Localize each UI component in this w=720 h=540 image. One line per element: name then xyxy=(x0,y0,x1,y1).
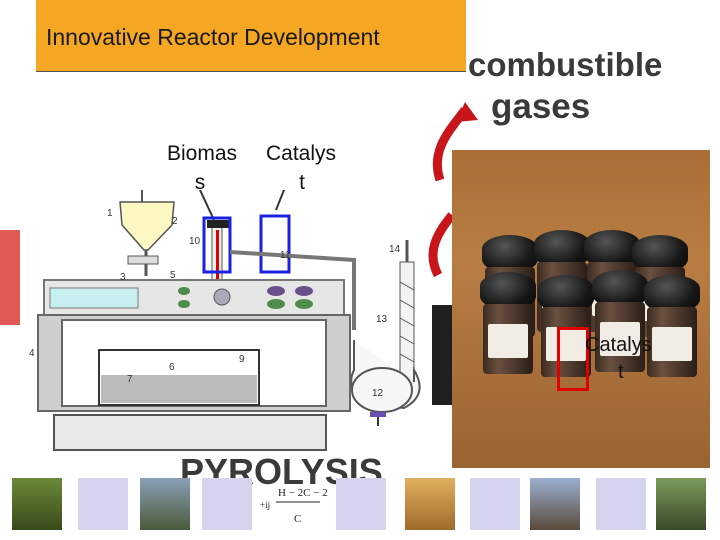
thumb-placeholder-5 xyxy=(596,478,646,530)
jar-8 xyxy=(644,275,700,377)
dark-side-band xyxy=(432,305,452,405)
thumb-building-3 xyxy=(656,478,706,530)
catalyst-highlight-box xyxy=(259,214,291,274)
biomass-label-cont: s xyxy=(194,171,206,194)
reactor-diagram: 1 2 3 4 5 6 7 9 10 11 12 13 14 xyxy=(29,190,421,451)
part-7: 7 xyxy=(127,374,133,385)
slide-title: Innovative Reactor Development xyxy=(46,24,380,50)
vapor-pipe xyxy=(229,250,356,330)
flask-stopcock xyxy=(370,412,386,417)
panel-knob xyxy=(213,288,231,306)
panel-button-3 xyxy=(267,299,285,309)
catalyst-label: Catalys xyxy=(265,142,337,165)
part-6: 6 xyxy=(169,362,175,373)
biomass-highlight-box xyxy=(202,216,232,274)
gas-flow-arrows xyxy=(428,102,478,405)
part-9: 9 xyxy=(239,354,245,365)
formula-denominator: C xyxy=(294,513,301,525)
photo-catalyst-label: Catalys xyxy=(585,334,652,356)
formula-image: H − 2C − 2 C +ij xyxy=(260,487,328,525)
panel-button-1 xyxy=(267,286,285,296)
part-4: 4 xyxy=(29,348,35,359)
part-2: 2 xyxy=(172,216,178,227)
title-bar xyxy=(36,0,466,72)
gases-label-line1: combustible xyxy=(468,46,662,83)
title-divider xyxy=(36,71,466,72)
arrow-middle xyxy=(428,212,456,278)
thumb-building-2 xyxy=(530,478,580,530)
part-10: 10 xyxy=(189,236,201,247)
part-3: 3 xyxy=(120,272,126,283)
arrow-head-upper xyxy=(456,102,478,122)
thumb-building-1 xyxy=(140,478,190,530)
thumb-placeholder-4 xyxy=(470,478,520,530)
jar-6 xyxy=(538,275,594,377)
thumb-trees xyxy=(12,478,62,530)
part-5: 5 xyxy=(170,270,176,281)
catalyst-bed xyxy=(101,375,257,403)
panel-button-4 xyxy=(295,299,313,309)
tube-cap xyxy=(207,220,229,228)
photo-catalyst-highlight-box xyxy=(557,327,589,391)
thumb-placeholder-1 xyxy=(78,478,128,530)
formula-numerator: H − 2C − 2 xyxy=(278,487,328,499)
panel-display xyxy=(49,287,139,309)
combustible-gases-graphic: combustible gases xyxy=(468,46,662,126)
part-12: 12 xyxy=(372,388,384,399)
photo-catalyst-label-cont: t xyxy=(618,361,624,383)
thumb-placeholder-2 xyxy=(202,478,252,530)
catalyst-label-cont: t xyxy=(299,171,305,194)
thumb-placeholder-3 xyxy=(336,478,386,530)
feed-funnel xyxy=(119,201,175,251)
gases-label-line2: gases xyxy=(491,87,590,126)
biomass-pointer xyxy=(199,190,215,221)
jar-7 xyxy=(592,270,648,372)
funnel-valve xyxy=(127,255,159,265)
part-13: 13 xyxy=(376,314,388,325)
part-11: 11 xyxy=(280,250,291,261)
part-14: 14 xyxy=(389,244,401,255)
panel-button-2 xyxy=(295,286,313,296)
biomass-label: Biomas xyxy=(166,142,238,165)
jar-5 xyxy=(480,272,536,374)
formula-prefix: +ij xyxy=(260,500,270,510)
thumb-autumn xyxy=(405,478,455,530)
left-accent-strip xyxy=(0,230,20,325)
part-1: 1 xyxy=(107,208,113,219)
catalyst-jars-photo xyxy=(452,150,710,468)
furnace-base xyxy=(53,414,327,451)
catalyst-pointer xyxy=(275,190,286,211)
